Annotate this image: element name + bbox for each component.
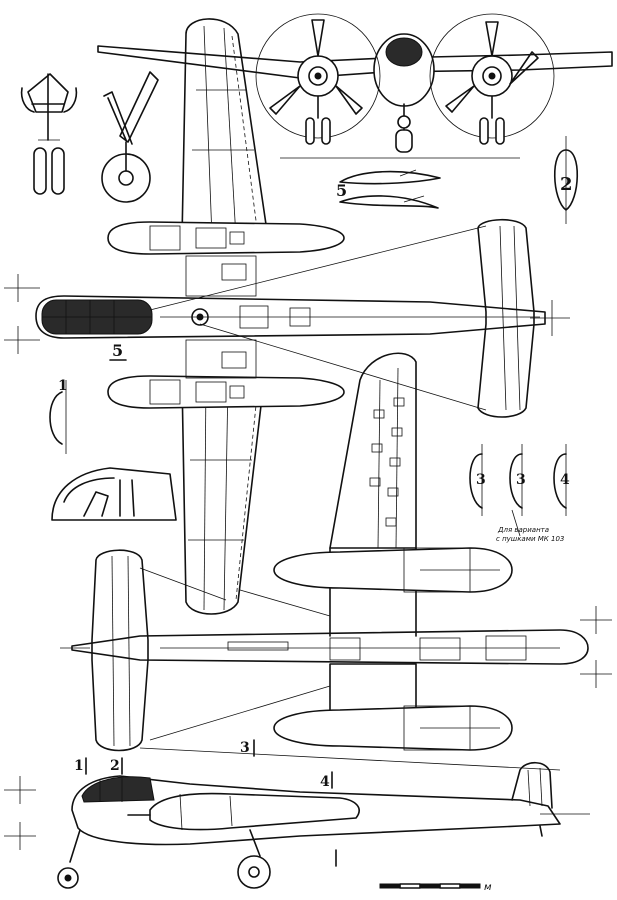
scale-unit-label: м	[484, 882, 492, 893]
cross-sections	[49, 136, 579, 516]
side-label-2: 2	[110, 758, 120, 774]
label-3-section: 3	[476, 472, 486, 488]
leader-lines	[139, 225, 561, 771]
label-5-topview: 5	[112, 341, 123, 360]
label-3-section-b: 3	[516, 472, 526, 488]
label-1-section: 1	[58, 378, 68, 394]
note-line-1: Для варианта	[497, 526, 549, 534]
airfoil-sections	[339, 169, 441, 209]
scale-bar	[379, 883, 481, 889]
gear-detail-front	[20, 73, 78, 195]
label-2-top: 2	[560, 174, 573, 195]
cockpit-detail	[51, 467, 177, 521]
top-view	[4, 18, 570, 615]
side-label-4: 4	[320, 774, 330, 790]
note-line-2: с пушками МК 103	[496, 535, 564, 543]
label-4-section: 4	[560, 472, 570, 488]
bottom-view	[60, 352, 612, 752]
side-label-3: 3	[240, 740, 250, 756]
gear-detail-side	[101, 71, 159, 203]
side-view	[4, 761, 590, 889]
side-label-1: 1	[74, 758, 84, 774]
front-view	[97, 13, 613, 159]
label-5-airfoil: 5	[336, 181, 347, 200]
